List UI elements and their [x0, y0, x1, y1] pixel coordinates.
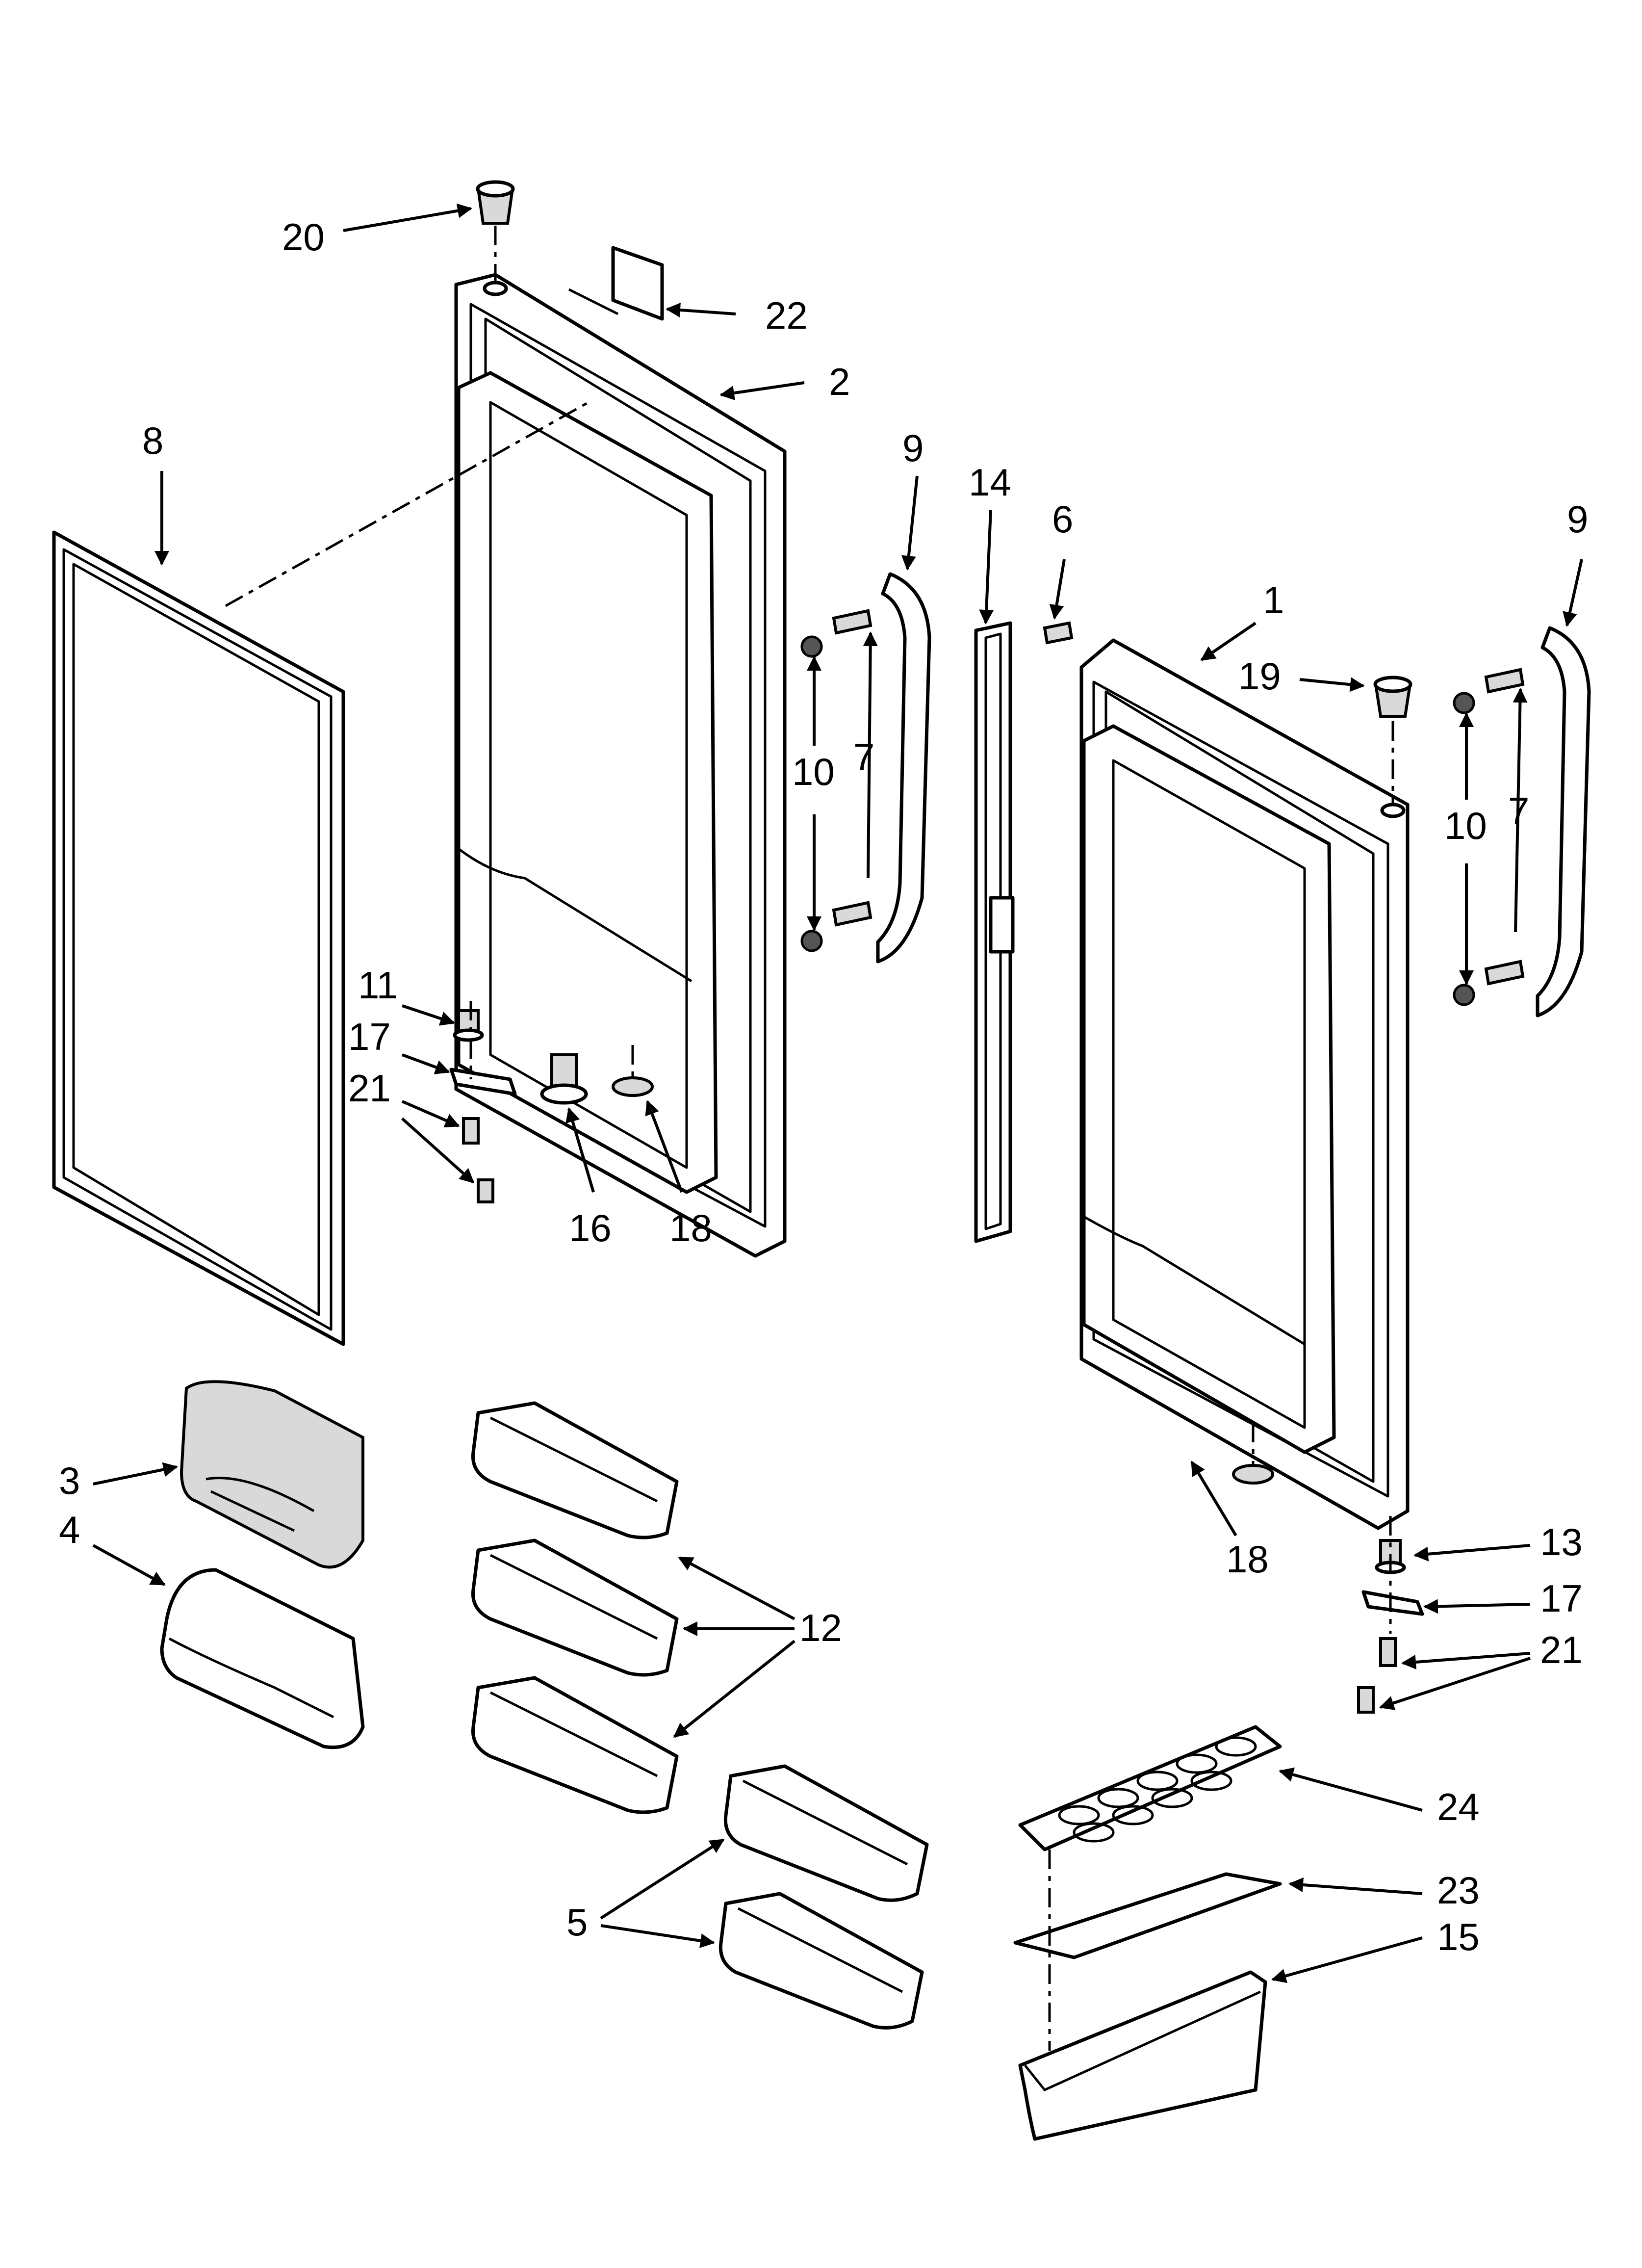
callout-11: 11	[358, 964, 398, 1007]
callout-21a: 21	[348, 1067, 391, 1110]
door-bins-5	[718, 1764, 929, 2030]
handle-screws-right	[1453, 668, 1525, 1006]
handle-right	[1536, 626, 1591, 1017]
callout-5: 5	[566, 1901, 588, 1944]
callout-15: 15	[1437, 1915, 1480, 1958]
callout-7b: 7	[1508, 789, 1529, 833]
callout-13: 13	[1540, 1520, 1583, 1564]
callout-8: 8	[142, 419, 163, 462]
handle-left	[876, 572, 931, 964]
callout-17b: 17	[1540, 1577, 1583, 1620]
callout-19: 19	[1238, 654, 1281, 698]
door-bins-12	[471, 1401, 679, 1814]
handle-screws-left	[800, 609, 872, 952]
left-door	[454, 273, 787, 1258]
egg-tray	[1018, 1725, 1282, 1851]
callout-23: 23	[1437, 1869, 1480, 1912]
callout-6: 6	[1052, 497, 1073, 541]
callout-3: 3	[59, 1459, 80, 1502]
callout-18a: 18	[669, 1206, 712, 1250]
callout-9a: 9	[902, 426, 924, 469]
callout-9b: 9	[1567, 497, 1588, 541]
callouts: 20 22 2 8 9 14 6 9 1 19 10 7 10 7 11 17 …	[59, 215, 1588, 1958]
callout-2: 2	[829, 360, 850, 403]
right-door	[1079, 638, 1410, 1530]
door-gasket	[52, 530, 345, 1346]
callout-1: 1	[1263, 578, 1284, 622]
label-sticker	[611, 246, 664, 321]
dairy-door	[180, 1380, 364, 1569]
hinge-cap-top-right	[1373, 676, 1412, 718]
callout-22: 22	[765, 294, 808, 337]
callout-10b: 10	[1444, 804, 1487, 847]
callout-7a: 7	[853, 735, 874, 779]
callout-10a: 10	[792, 750, 835, 793]
hinge-cap-top-left	[476, 180, 515, 225]
callout-14: 14	[969, 461, 1011, 504]
egg-tray-cover	[1013, 1872, 1282, 1959]
dairy-bin	[160, 1568, 365, 1749]
callout-24: 24	[1437, 1785, 1480, 1828]
leader-lines	[92, 203, 1583, 1983]
callout-4: 4	[59, 1508, 80, 1551]
callout-18b: 18	[1226, 1538, 1269, 1581]
callout-12: 12	[799, 1606, 842, 1649]
callout-20: 20	[282, 215, 325, 259]
callout-16: 16	[569, 1206, 612, 1250]
callout-17a: 17	[348, 1015, 391, 1058]
callout-21b: 21	[1540, 1628, 1583, 1671]
hinge-parts-left	[449, 1009, 654, 1203]
mullion-bar	[974, 621, 1074, 1243]
storage-bin	[1018, 1970, 1267, 2141]
